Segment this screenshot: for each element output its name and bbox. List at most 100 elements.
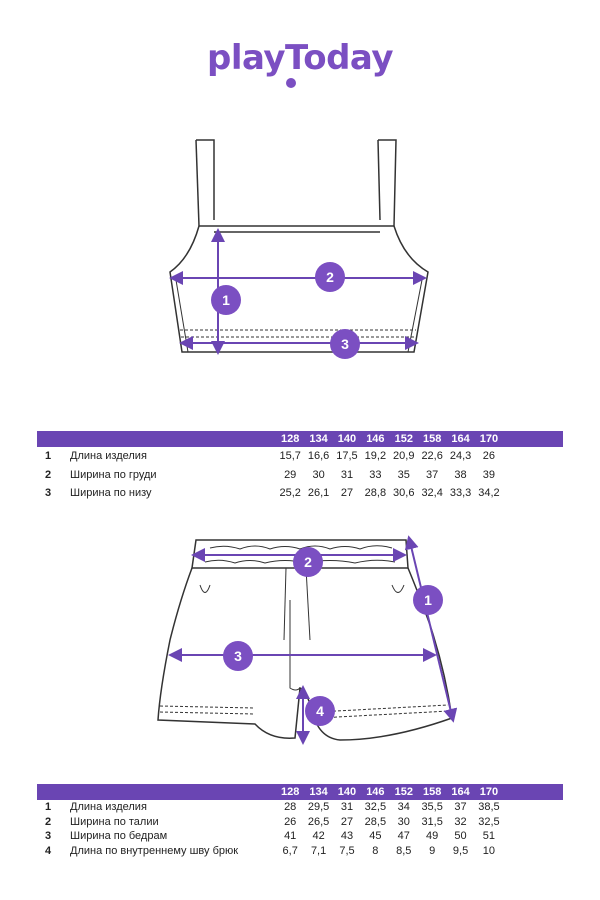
table-cell: 30,6 <box>393 487 415 500</box>
table-cell: 24,3 <box>449 450 472 463</box>
row-number: 3 <box>45 830 52 843</box>
size-header: 140 <box>337 433 357 445</box>
table-cell: 38 <box>454 468 467 481</box>
row-number: 1 <box>45 450 52 463</box>
size-header: 146 <box>366 786 385 798</box>
table-cell: 32,5 <box>364 801 387 814</box>
table-cell: 28 <box>284 801 297 814</box>
table-row: 1 Длина изделия 28 29,5 31 32,5 34 35,5 … <box>37 800 563 815</box>
row-label: Ширина по груди <box>70 468 157 481</box>
row-label: Длина изделия <box>70 801 147 814</box>
table-cell: 16,6 <box>307 450 330 463</box>
table-cell: 7,5 <box>339 845 355 858</box>
top-marker-3: 3 <box>330 329 360 359</box>
table-row: 3 Ширина по низу 25,2 26,1 27 28,8 30,6 … <box>37 484 563 503</box>
table-cell: 30 <box>397 815 410 828</box>
table-cell: 8 <box>372 845 379 858</box>
table-cell: 31 <box>340 801 354 814</box>
row-number: 2 <box>45 468 52 481</box>
table-cell: 34,2 <box>478 487 500 500</box>
size-header: 140 <box>337 786 357 798</box>
svg-text:1: 1 <box>222 292 230 308</box>
table-cell: 9 <box>429 845 436 858</box>
top-size-table: 128 134 140 146 152 158 164 170 1 Длина … <box>37 431 563 503</box>
table-row: 1 Длина изделия 15,7 16,6 17,5 19,2 20,9… <box>37 447 563 466</box>
size-header: 134 <box>309 786 328 798</box>
row-number: 2 <box>45 815 52 828</box>
table-cell: 29,5 <box>307 801 330 814</box>
table-cell: 37 <box>454 801 467 814</box>
svg-text:1: 1 <box>424 592 432 608</box>
table-cell: 51 <box>482 830 496 843</box>
table-cell: 32,4 <box>421 487 443 500</box>
table-cell: 41 <box>284 830 297 843</box>
table-cell: 28,5 <box>364 815 387 828</box>
size-header: 164 <box>451 786 470 798</box>
table-cell: 28,8 <box>364 487 387 500</box>
table-cell: 30 <box>312 468 325 481</box>
shorts-marker-4: 4 <box>305 696 335 726</box>
table-cell: 50 <box>454 830 467 843</box>
table-cell: 25,2 <box>279 487 301 500</box>
table-cell: 27 <box>340 487 354 500</box>
shorts-marker-1: 1 <box>413 585 443 615</box>
table-cell: 26 <box>482 450 496 463</box>
size-header: 146 <box>366 433 385 445</box>
table-cell: 20,9 <box>393 450 415 463</box>
row-label: Ширина по талии <box>70 815 159 828</box>
table-cell: 15,7 <box>279 450 301 463</box>
table-cell: 37 <box>426 468 439 481</box>
shorts-marker-3: 3 <box>223 641 253 671</box>
svg-text:2: 2 <box>304 554 312 570</box>
size-header: 158 <box>422 786 442 798</box>
table-cell: 33 <box>369 468 382 481</box>
top-marker-2: 2 <box>315 262 345 292</box>
table-cell: 35,5 <box>421 801 443 814</box>
table-cell: 26,5 <box>307 815 330 828</box>
size-header: 152 <box>394 433 413 445</box>
table-cell: 45 <box>369 830 382 843</box>
table-cell: 29 <box>284 468 297 481</box>
row-label: Ширина по бедрам <box>70 830 168 843</box>
table-cell: 39 <box>482 468 496 481</box>
shorts-size-table: 128 134 140 146 152 158 164 170 1 Длина … <box>37 784 563 858</box>
table-cell: 27 <box>340 815 354 828</box>
shorts-marker-2: 2 <box>293 547 323 577</box>
top-marker-1: 1 <box>211 285 241 315</box>
table-cell: 19,2 <box>364 450 387 463</box>
table-cell: 49 <box>426 830 439 843</box>
table-cell: 47 <box>397 830 410 843</box>
svg-text:2: 2 <box>326 269 334 285</box>
size-header: 152 <box>394 786 413 798</box>
table-cell: 22,6 <box>421 450 443 463</box>
table-cell: 6,7 <box>282 845 298 858</box>
table-cell: 32 <box>454 815 467 828</box>
table-cell: 8,5 <box>396 845 412 858</box>
table-cell: 42 <box>312 830 325 843</box>
table-cell: 26,1 <box>307 487 330 500</box>
row-label: Длина по внутреннему шву брюк <box>70 845 239 858</box>
size-header: 170 <box>479 786 499 798</box>
table-cell: 35 <box>397 468 410 481</box>
top-sketch: 1 2 3 <box>169 139 429 359</box>
table-cell: 34 <box>397 801 410 814</box>
table-cell: 7,1 <box>310 845 327 858</box>
brand-logo: playToday <box>207 38 394 78</box>
table-row: 2 Ширина по талии 26 26,5 27 28,5 30 31,… <box>37 815 563 830</box>
shorts-sketch: 1 2 3 4 <box>157 535 458 745</box>
table-cell: 31,5 <box>421 815 443 828</box>
table-row: 3 Ширина по бедрам 41 42 43 45 47 49 50 … <box>37 829 563 844</box>
table-cell: 43 <box>340 830 354 843</box>
size-header: 170 <box>479 433 499 445</box>
size-header: 164 <box>451 433 470 445</box>
table-cell: 26 <box>284 815 297 828</box>
table-row: 4 Длина по внутреннему шву брюк 6,7 7,1 … <box>37 844 563 859</box>
row-number: 3 <box>45 487 52 500</box>
size-header: 134 <box>309 433 328 445</box>
table-cell: 10 <box>482 845 496 858</box>
size-header: 158 <box>422 433 442 445</box>
table-cell: 9,5 <box>452 845 469 858</box>
svg-text:3: 3 <box>234 648 242 664</box>
size-header: 128 <box>281 786 300 798</box>
shorts-size-table-header: 128 134 140 146 152 158 164 170 <box>37 784 563 800</box>
